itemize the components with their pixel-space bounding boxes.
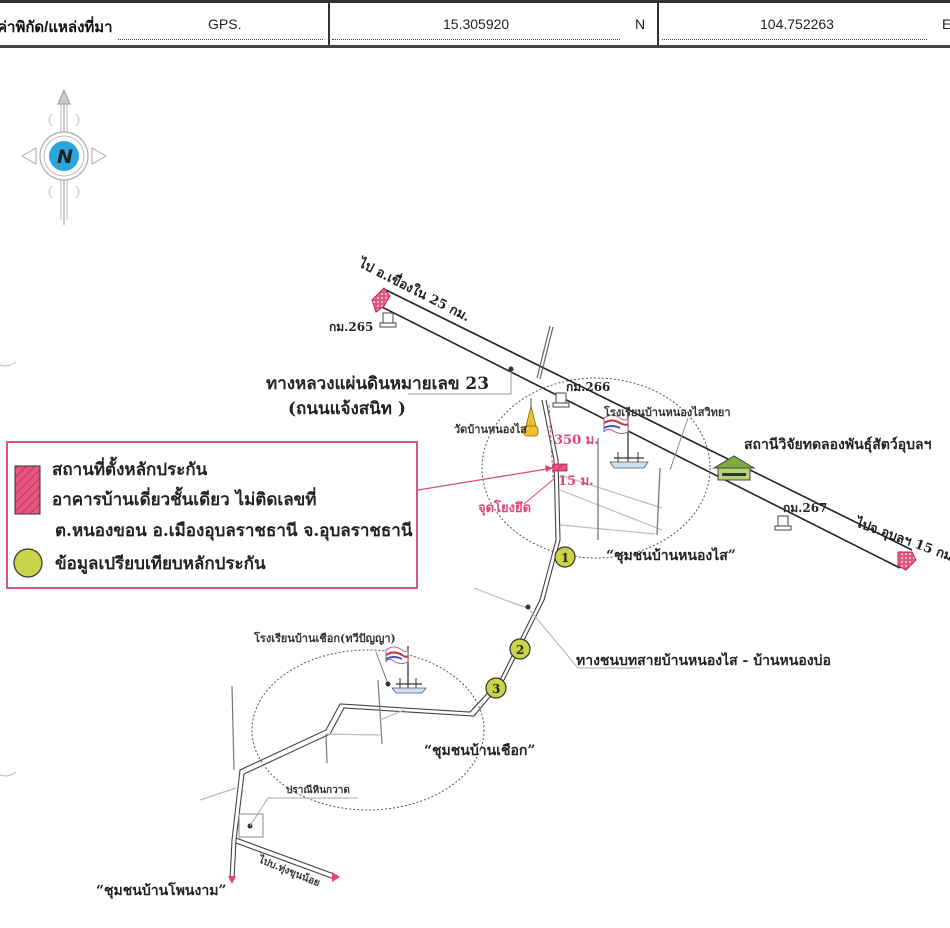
header-divider bbox=[657, 3, 659, 45]
chueak-community-label: “ชุมชนบ้านเชือก” bbox=[424, 743, 535, 759]
direction-arrow-northwest bbox=[371, 287, 391, 313]
direction-arrow-southeast bbox=[897, 551, 917, 571]
page-edge-mark bbox=[0, 771, 17, 777]
highway-alt-name: (ถนนแจ้งสนิท ) bbox=[288, 399, 406, 419]
research-station-label: สถานีวิจัยทดลองพันธุ์สัตว์อุบลฯ bbox=[744, 436, 932, 453]
legend-collateral-address: ต.หนองขอน อ.เมืองอุบลราชธานี จ.อุบลราชธา… bbox=[55, 520, 413, 541]
highway-name: ทางหลวงแผ่นดินหมายเลข 23 bbox=[266, 374, 489, 394]
coordinates-label: ค่าพิกัด/แหล่งที่มา bbox=[0, 19, 113, 36]
side-road bbox=[539, 326, 554, 380]
comparable-marker bbox=[554, 546, 576, 568]
comparable-number: 1 bbox=[561, 551, 569, 565]
direction-arrow bbox=[228, 876, 236, 884]
minor-road bbox=[231, 679, 383, 771]
legend-pointer-arrow bbox=[545, 465, 553, 472]
school-nongsai-label: โรงเรียนบ้านหนองไสวิทยา bbox=[603, 405, 731, 419]
distance-350m: 350 ม. bbox=[554, 433, 599, 448]
nongsai-community-area bbox=[481, 377, 711, 559]
legend-box bbox=[6, 441, 418, 589]
km-post-icon bbox=[379, 312, 792, 531]
comparable-marker bbox=[509, 638, 531, 660]
longitude-underline bbox=[662, 39, 927, 40]
school-leader-line bbox=[375, 651, 389, 685]
location-map: N ไป อ.เขื่องใน 25 กม. ไปจ.อุบลฯ 15 กม. … bbox=[0, 88, 950, 899]
compass-letter: N bbox=[57, 146, 73, 168]
km-267-label: กม.267 bbox=[783, 501, 827, 515]
rural-road-point bbox=[525, 604, 531, 610]
school-flag-icon bbox=[603, 412, 649, 469]
school-leader-line bbox=[669, 417, 689, 471]
reference-leader-line bbox=[523, 477, 556, 505]
comparable-legend-icon bbox=[13, 548, 43, 578]
comparable-marker bbox=[485, 677, 507, 699]
legend-collateral-title: สถานที่ตั้งหลักประกัน bbox=[52, 456, 208, 480]
phonngam-community-label: “ชุมชนบ้านโพนงาม” bbox=[96, 881, 226, 899]
reference-point-label: จุดโยงยึด bbox=[478, 499, 531, 516]
longitude-value: 104.752263 bbox=[760, 16, 834, 32]
latitude-unit: N bbox=[635, 16, 646, 32]
distance-dimension-line bbox=[548, 404, 554, 479]
minor-road bbox=[597, 438, 661, 540]
temple-icon bbox=[523, 398, 539, 437]
plant-site bbox=[238, 813, 264, 838]
km-266-label: กม.266 bbox=[566, 380, 610, 394]
comparable-number: 3 bbox=[492, 682, 500, 696]
legend-comparable-label: ข้อมูลเปรียบเทียบหลักประกัน bbox=[55, 553, 266, 575]
school-chueak-label: โรงเรียนบ้านเชือก(ทวีปัญญา) bbox=[253, 631, 396, 645]
side-road bbox=[536, 325, 551, 379]
minor-road bbox=[199, 709, 405, 801]
latitude-value: 15.305920 bbox=[443, 16, 510, 32]
highway-23 bbox=[379, 289, 913, 569]
highway-point bbox=[508, 366, 514, 372]
header-divider bbox=[328, 3, 330, 45]
collateral-marker bbox=[552, 463, 568, 472]
plant-label: ปราณีหินกวาด bbox=[286, 784, 350, 796]
house-icon bbox=[712, 455, 756, 481]
legend-pointer-line bbox=[417, 467, 554, 491]
highway-leader-line bbox=[408, 370, 512, 395]
school-point bbox=[385, 681, 391, 687]
legend-collateral-desc: อาคารบ้านเดี่ยวชั้นเดียว ไม่ติดเลขที่ bbox=[52, 486, 316, 510]
distance-15m: 15 ม. bbox=[558, 474, 594, 489]
km-265-label: กม.265 bbox=[329, 320, 373, 334]
chueak-community-area bbox=[251, 649, 485, 811]
source-value: GPS. bbox=[208, 16, 242, 32]
nongsai-community-label: “ชุมชนบ้านหนองไส” bbox=[606, 546, 736, 564]
rural-road bbox=[229, 399, 561, 881]
north-arrow-icon bbox=[20, 88, 108, 225]
comparable-number: 2 bbox=[516, 643, 524, 657]
latitude-underline bbox=[332, 39, 620, 40]
to-khueangnai-label: ไป อ.เขื่องใน 25 กม. bbox=[354, 253, 473, 326]
minor-road bbox=[559, 474, 663, 535]
temple-label: วัดบ้านหนองไส bbox=[454, 422, 527, 436]
source-underline bbox=[118, 39, 323, 40]
plant-leader-line bbox=[249, 797, 358, 827]
branch-road bbox=[235, 837, 335, 880]
school-flag-icon bbox=[385, 646, 427, 694]
direction-arrow bbox=[332, 872, 340, 882]
longitude-unit: E bbox=[942, 16, 950, 32]
rural-road-label: ทางชนบทสายบ้านหนองไส - บ้านหนองบ่อ bbox=[576, 651, 831, 669]
page-edge-mark bbox=[0, 361, 17, 367]
coordinates-header: ค่าพิกัด/แหล่งที่มา GPS. 15.305920 N 104… bbox=[0, 0, 950, 48]
collateral-legend-icon bbox=[14, 465, 41, 515]
